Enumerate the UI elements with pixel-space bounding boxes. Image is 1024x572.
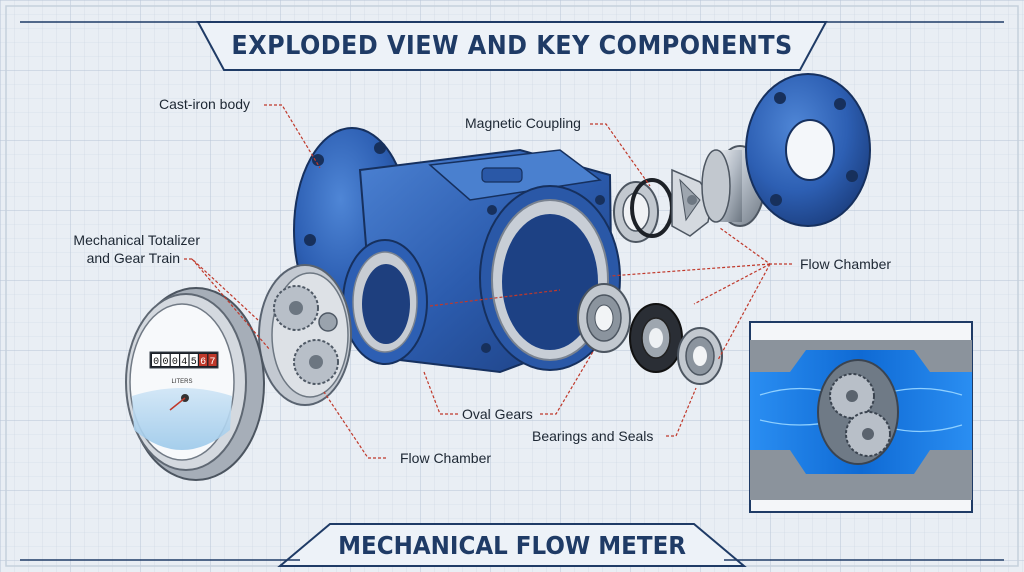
footer-area: MECHANICAL FLOW METER <box>0 522 1024 568</box>
rear-flange <box>745 73 871 227</box>
leader-bearings <box>666 387 697 437</box>
register-digit-cell <box>189 354 198 366</box>
leader-flow-chamber-right-3 <box>717 263 771 361</box>
register-digit: 0 <box>162 357 168 368</box>
label-totalizer-line1: Mechanical Totalizer <box>73 232 200 248</box>
inset-gear-top <box>829 373 875 419</box>
lower-gear <box>293 339 339 385</box>
leader-flow-chamber-bottom <box>323 391 386 459</box>
coupling-bearing <box>613 181 659 243</box>
leader-cast-iron-body <box>264 104 321 169</box>
label-totalizer-line2: and Gear Train <box>86 250 180 266</box>
register-digit: 7 <box>209 357 215 368</box>
gear-train-plate <box>258 264 352 406</box>
register-digit-cell <box>152 354 161 366</box>
footer-title: MECHANICAL FLOW METER <box>338 530 686 560</box>
register-unit: LITERS <box>171 379 192 385</box>
leader-oval-gears <box>540 349 595 415</box>
register-digit: 6 <box>200 357 206 368</box>
register-digit-cell <box>161 354 170 366</box>
flow-chamber-inset <box>749 321 973 513</box>
label-flow-chamber-right: Flow Chamber <box>800 256 892 272</box>
register-digit-cell <box>208 354 217 366</box>
register-digit-cell <box>170 354 179 366</box>
leader-flow-chamber-right-2 <box>693 263 771 305</box>
leader-oval-gears-2 <box>423 371 458 415</box>
label-magnetic-coupling: Magnetic Coupling <box>465 115 581 131</box>
bearing-front-1 <box>577 283 631 353</box>
leader-flow-chamber-right-4 <box>609 263 771 277</box>
label-cast-iron-body: Cast-iron body <box>159 96 251 112</box>
register-digit: 4 <box>181 357 187 368</box>
cast-iron-body <box>293 127 621 374</box>
register-digit-cell <box>180 354 189 366</box>
leader-body-center <box>429 289 561 307</box>
inset-gear-bottom <box>845 411 891 457</box>
register-digit: 5 <box>191 357 197 368</box>
footer-banner <box>277 523 747 567</box>
register-digit: 0 <box>172 357 178 368</box>
upper-gear <box>273 285 319 331</box>
seal-front <box>629 303 683 373</box>
leader-lines <box>184 104 792 459</box>
label-bearings-seals: Bearings and Seals <box>532 428 654 444</box>
label-flow-chamber-bottom: Flow Chamber <box>400 450 492 466</box>
leader-magnetic-coupling <box>590 123 651 187</box>
register-digit: 0 <box>153 357 159 368</box>
register-digit-cell <box>199 354 208 366</box>
title-banner <box>196 21 828 71</box>
label-oval-gears: Oval Gears <box>462 406 533 422</box>
bearing-front-2 <box>677 327 723 385</box>
